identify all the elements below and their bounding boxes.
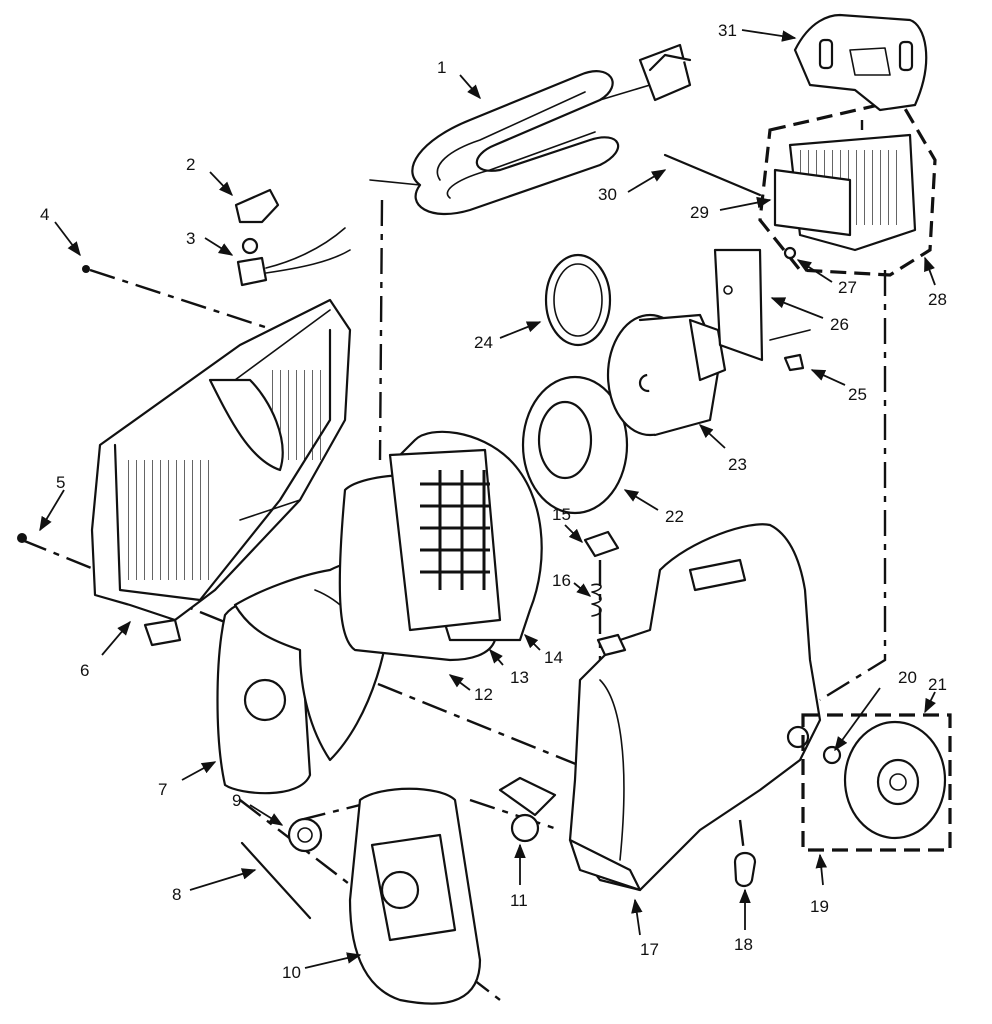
wheel-assembly xyxy=(801,713,952,852)
callout-12: 12 xyxy=(474,685,493,704)
top-filter-assembly xyxy=(663,13,937,277)
callout-23: 23 xyxy=(728,455,747,474)
callout-28: 28 xyxy=(928,290,947,309)
caster xyxy=(498,776,557,843)
callout-15: 15 xyxy=(552,505,571,524)
callout-2: 2 xyxy=(186,155,195,174)
callout-16: 16 xyxy=(552,571,571,590)
callout-10: 10 xyxy=(282,963,301,982)
screw-5 xyxy=(17,533,27,543)
callout-6: 6 xyxy=(80,661,89,680)
switch xyxy=(236,256,268,287)
callout-3: 3 xyxy=(186,229,195,248)
callout-labels: 1 2 3 4 5 6 7 8 9 10 11 12 13 14 15 16 1… xyxy=(40,21,947,982)
switch-assembly xyxy=(82,188,351,287)
callout-22: 22 xyxy=(665,507,684,526)
callout-18: 18 xyxy=(734,935,753,954)
main-body xyxy=(568,523,822,892)
rear-housing xyxy=(17,298,352,647)
callout-14: 14 xyxy=(544,648,563,667)
plug-18 xyxy=(733,851,757,888)
front-panel xyxy=(216,597,312,795)
callout-26: 26 xyxy=(830,315,849,334)
callout-4: 4 xyxy=(40,205,49,224)
callout-20: 20 xyxy=(898,668,917,687)
callout-24: 24 xyxy=(474,333,493,352)
callout-7: 7 xyxy=(158,780,167,799)
callout-1: 1 xyxy=(437,58,446,77)
callout-17: 17 xyxy=(640,940,659,959)
screw-4 xyxy=(82,265,90,273)
callout-9: 9 xyxy=(232,791,241,810)
switch-knob xyxy=(234,188,280,224)
latch-spring xyxy=(583,530,620,617)
callout-31: 31 xyxy=(718,21,737,40)
motor-assembly xyxy=(521,248,811,515)
callout-27: 27 xyxy=(838,278,857,297)
callout-5: 5 xyxy=(56,473,65,492)
callout-8: 8 xyxy=(172,885,181,904)
callout-30: 30 xyxy=(598,185,617,204)
power-cord xyxy=(369,43,692,216)
nozzle-cover xyxy=(240,787,482,1005)
callout-13: 13 xyxy=(510,668,529,687)
callout-25: 25 xyxy=(848,385,867,404)
callout-11: 11 xyxy=(510,891,528,910)
callout-29: 29 xyxy=(690,203,709,222)
filter-screen xyxy=(388,430,543,642)
callout-19: 19 xyxy=(810,897,829,916)
callout-21: 21 xyxy=(928,675,947,694)
leader-arrows xyxy=(39,29,936,969)
